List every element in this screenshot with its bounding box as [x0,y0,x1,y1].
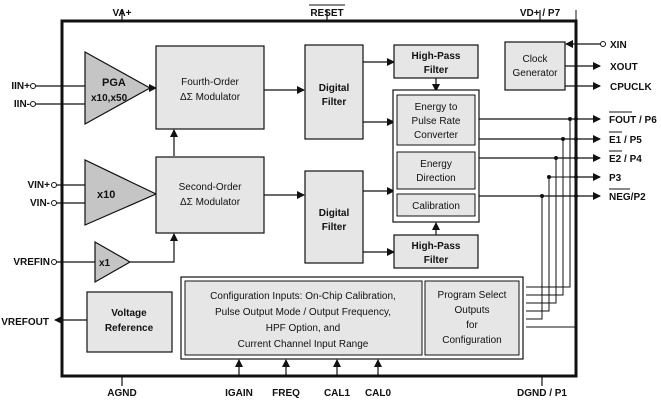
fourth-order-modulator-line2: ΔΣ Modulator [180,92,241,103]
pin-va-plus: VA+ [113,8,132,19]
second-order-modulator-line2: ΔΣ Modulator [180,197,241,208]
pin-xin: XIN [610,40,627,51]
calibration-label: Calibration [412,201,460,212]
voltage-reference [86,291,173,353]
epr-line1: Energy to [415,102,458,113]
pin-cal0: CAL0 [365,388,392,399]
pin-vrefout: VREFOUT [1,317,49,328]
energy-to-pulse-rate-converter [396,94,476,146]
pin-vin-minus: VIN- [30,198,50,209]
digital-filter-voltage-line2: Filter [322,222,347,233]
progsel-line1: Program Select [438,290,507,301]
config-line1: Configuration Inputs: On-Chip Calibratio… [210,291,396,302]
config-line4: Current Channel Input Range [238,339,369,350]
second-order-modulator [155,156,265,234]
pin-freq: FREQ [272,388,300,399]
pga-amplifier [84,50,152,126]
pin-e1: E1 / P5 [609,135,642,146]
pin-xout: XOUT [610,62,638,73]
digital-filter-voltage [304,170,364,264]
clock-generator-line1: Clock [522,54,548,65]
config-line2: Pulse Output Mode / Output Frequency, [215,307,391,318]
epr-line3: Converter [414,130,459,141]
vref-buffer [94,240,132,284]
pin-agnd: AGND [107,388,136,399]
pin-vd-plus: VD+ / P7 [520,8,561,19]
pin-reset: RESET [310,8,343,19]
digital-filter-voltage-line1: Digital [319,208,350,219]
pin-dgnd: DGND / P1 [517,388,567,399]
pin-e2: E2 / P4 [609,154,642,165]
config-line3: HPF Option, and [266,323,340,334]
fourth-order-modulator [155,45,265,130]
voltage-reference-line2: Reference [105,323,154,334]
pin-cpuclk: CPUCLK [610,82,652,93]
high-pass-filter-top [393,44,479,79]
high-pass-filter-bottom-line2: Filter [424,255,449,266]
epr-line2: Pulse Rate [412,116,461,127]
pga-label: PGA [102,77,126,89]
energy-direction [396,151,476,190]
vref-buffer-label: x1 [99,258,111,269]
pga-gain-label: x10,x50 [91,93,128,104]
energy-direction-line1: Energy [420,159,452,170]
high-pass-filter-top-line2: Filter [424,65,449,76]
fourth-order-modulator-line1: Fourth-Order [181,77,239,88]
pin-fout: FOUT / P6 [609,115,657,126]
voltage-amplifier-label: x10 [97,189,115,201]
digital-filter-current-line1: Digital [319,83,350,94]
clock-generator-line2: Generator [512,68,558,79]
calibration-block [396,193,476,217]
voltage-reference-line1: Voltage [111,308,147,319]
high-pass-filter-bottom-line1: High-Pass [412,241,461,252]
progsel-line2: Outputs [454,305,489,316]
high-pass-filter-bottom [393,234,479,269]
digital-filter-current-line2: Filter [322,97,347,108]
pin-vrefin: VREFIN [13,257,50,268]
pin-vin-plus: VIN+ [27,180,50,191]
clock-generator [504,41,566,91]
progsel-line3: for [466,320,478,331]
energy-direction-line2: Direction [416,173,455,184]
pin-cal1: CAL1 [324,388,351,399]
pin-igain: IGAIN [225,388,253,399]
program-select-outputs-block [424,280,520,356]
pin-iin-minus: IIN- [14,99,30,110]
high-pass-filter-top-line1: High-Pass [412,51,461,62]
digital-filter-current [304,44,364,140]
pin-p3: P3 [609,173,622,184]
voltage-amplifier [84,159,158,226]
pin-neg: NEG/P2 [609,192,646,203]
progsel-line4: Configuration [442,335,501,346]
second-order-modulator-line1: Second-Order [179,182,242,193]
pin-iin-plus: IIN+ [11,81,30,92]
configuration-inputs-block [184,280,423,356]
